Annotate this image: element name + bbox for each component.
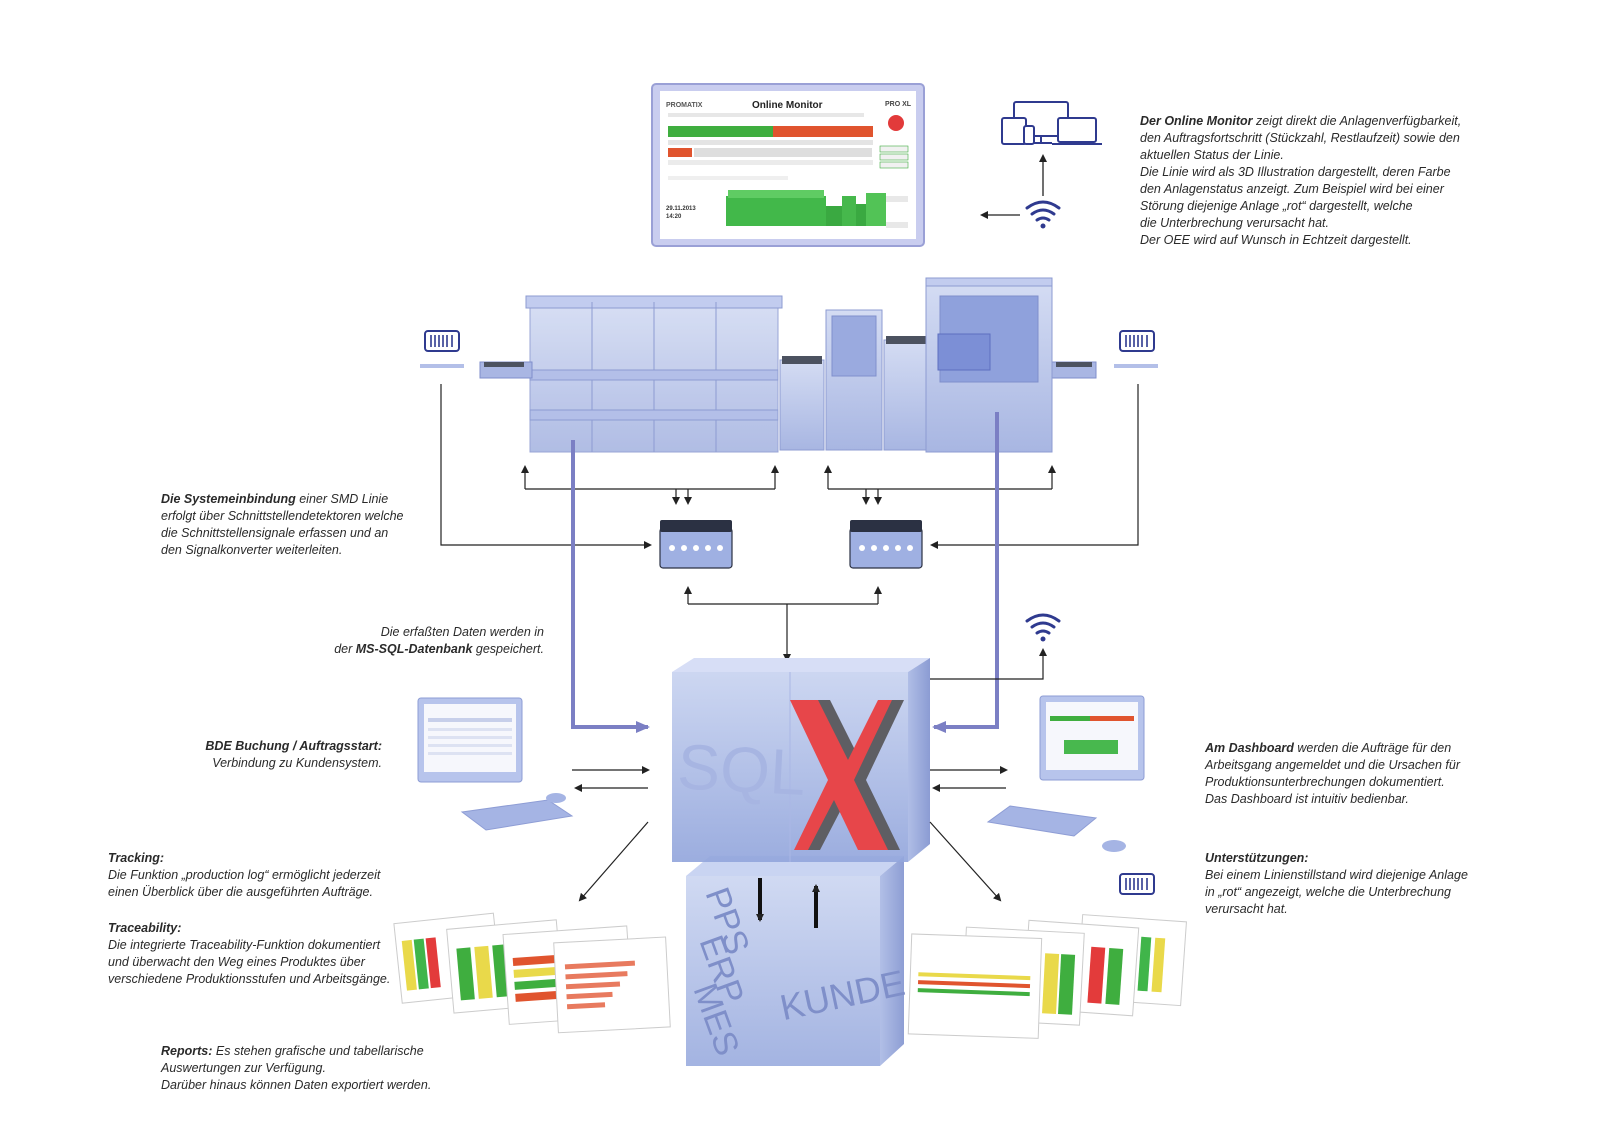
- bde-computer: [417, 697, 574, 831]
- online-monitor-line: den Anlagenstatus anzeigt. Zum Beispiel …: [1140, 182, 1444, 196]
- cube-label-x: X: [0, 0, 1, 1]
- bde-description: BDE Buchung / Auftragsstart: Verbindung …: [160, 738, 382, 772]
- system-integration-line: die Schnittstellensignale erfassen und a…: [161, 526, 389, 540]
- bde-strong: BDE Buchung / Auftragsstart:: [205, 739, 382, 753]
- reports-strong: Reports:: [161, 1044, 213, 1058]
- wifi-icon-top: [1025, 200, 1061, 229]
- dashboard-description: Am Dashboard werden die Aufträge für den…: [1205, 740, 1505, 808]
- reports-line: Darüber hinaus können Daten exportiert w…: [161, 1078, 432, 1092]
- sad-face-icon: [888, 115, 904, 131]
- support-line: Bei einem Linienstillstand wird diejenig…: [1205, 868, 1468, 882]
- sql-cube: SQL X PPS ERP MES KUNDE: [0, 0, 930, 1066]
- support-line: verursacht hat.: [1205, 902, 1288, 916]
- support-line: in „rot“ angezeigt, welche die Unterbrec…: [1205, 885, 1451, 899]
- online-monitor-strong: Der Online Monitor: [1140, 114, 1253, 128]
- monitor-logo: PRO XL: [885, 101, 912, 108]
- cube-label-sql: SQL: [676, 730, 808, 809]
- flow-arrow-left: [571, 440, 650, 733]
- online-monitor-rest: zeigt direkt die Anlagenverfügbarkeit,: [1252, 114, 1462, 128]
- tracking-line: einen Überblick über die ausgeführten Au…: [108, 885, 373, 899]
- monitor-title: Online Monitor: [752, 100, 823, 111]
- database-description: Die erfaßten Daten werden in der MS-SQL-…: [300, 624, 544, 658]
- dashboard-line: Das Dashboard ist intuitiv bedienbar.: [1205, 792, 1409, 806]
- flow-arrow-right: [932, 412, 999, 733]
- online-monitor-description: Der Online Monitor zeigt direkt die Anla…: [1140, 113, 1500, 249]
- monitor-date: 29.11.2013: [666, 206, 696, 212]
- barcode-icon-right: [1114, 330, 1158, 368]
- database-post: gespeichert.: [472, 642, 544, 656]
- online-monitor-line: aktuellen Status der Linie.: [1140, 148, 1284, 162]
- database-pre: der: [334, 642, 356, 656]
- dashboard-line: Arbeitsgang angemeldet und die Ursachen …: [1205, 758, 1461, 772]
- online-monitor-line: den Auftragsfortschritt (Stückzahl, Rest…: [1140, 131, 1460, 145]
- barcode-icon-left: [420, 330, 464, 368]
- monitor-time: 14:20: [666, 214, 682, 220]
- barcode-icon-bottom: [1119, 873, 1155, 895]
- reports-description: Reports: Es stehen grafische und tabella…: [161, 1043, 481, 1094]
- system-integration-rest: einer SMD Linie: [295, 492, 389, 506]
- support-description: Unterstützungen: Bei einem Linienstillst…: [1205, 850, 1505, 918]
- database-strong: MS-SQL-Datenbank: [355, 642, 473, 656]
- traceability-line: verschiedene Produktionsstufen und Arbei…: [108, 972, 391, 986]
- system-integration-description: Die Systemeinbindung einer SMD Linie erf…: [161, 491, 461, 559]
- dashboard-rest: werden die Aufträge für den: [1293, 741, 1452, 755]
- devices-icon: [1001, 101, 1102, 145]
- status-bar-green: [668, 126, 773, 137]
- online-monitor-line: Störung diejenige Anlage „rot“ dargestel…: [1140, 199, 1413, 213]
- system-integration-strong: Die Systemeinbindung: [161, 492, 296, 506]
- online-monitor-line: Der OEE wird auf Wunsch in Echtzeit darg…: [1140, 233, 1412, 247]
- online-monitor-screen: PROMATIX Online Monitor PRO XL 29.11.201…: [651, 83, 925, 247]
- traceability-description: Traceability: Die integrierte Traceabili…: [108, 920, 418, 988]
- reports-right: [907, 914, 1187, 1039]
- tracking-description: Tracking: Die Funktion „production log“ …: [108, 850, 418, 901]
- monitor-brand: PROMATIX: [666, 102, 703, 109]
- online-monitor-line: Die Linie wird als 3D Illustration darge…: [1140, 165, 1451, 179]
- traceability-strong: Traceability:: [108, 921, 182, 935]
- online-monitor-line: die Unterbrechung verursacht hat.: [1140, 216, 1329, 230]
- dashboard-line: Produktionsunterbrechungen dokumentiert.: [1205, 775, 1445, 789]
- bde-line: Verbindung zu Kundensystem.: [212, 756, 382, 770]
- smd-production-line: [479, 277, 1097, 453]
- signal-converter-left: [659, 520, 733, 569]
- traceability-line: und überwacht den Weg eines Produktes üb…: [108, 955, 365, 969]
- reports-line: Auswertungen zur Verfügung.: [161, 1061, 326, 1075]
- status-bar-red: [773, 126, 873, 137]
- signal-converter-right: [849, 520, 923, 569]
- reports-rest: Es stehen grafische und tabellarische: [212, 1044, 424, 1058]
- signal-lines: [440, 384, 1139, 662]
- traceability-line: Die integrierte Traceability-Funktion do…: [108, 938, 381, 952]
- wifi-icon-middle: [1025, 613, 1061, 642]
- support-strong: Unterstützungen:: [1205, 851, 1309, 865]
- database-line: Die erfaßten Daten werden in: [380, 625, 544, 639]
- monitor-line-illustration: [726, 190, 886, 226]
- dashboard-computer: [986, 695, 1145, 852]
- system-integration-line: den Signalkonverter weiterleiten.: [161, 543, 343, 557]
- reports-left: [393, 912, 671, 1034]
- tracking-strong: Tracking:: [108, 851, 165, 865]
- system-integration-line: erfolgt über Schnittstellendetektoren we…: [161, 509, 404, 523]
- tracking-line: Die Funktion „production log“ ermöglicht…: [108, 868, 381, 882]
- dashboard-strong: Am Dashboard: [1205, 741, 1294, 755]
